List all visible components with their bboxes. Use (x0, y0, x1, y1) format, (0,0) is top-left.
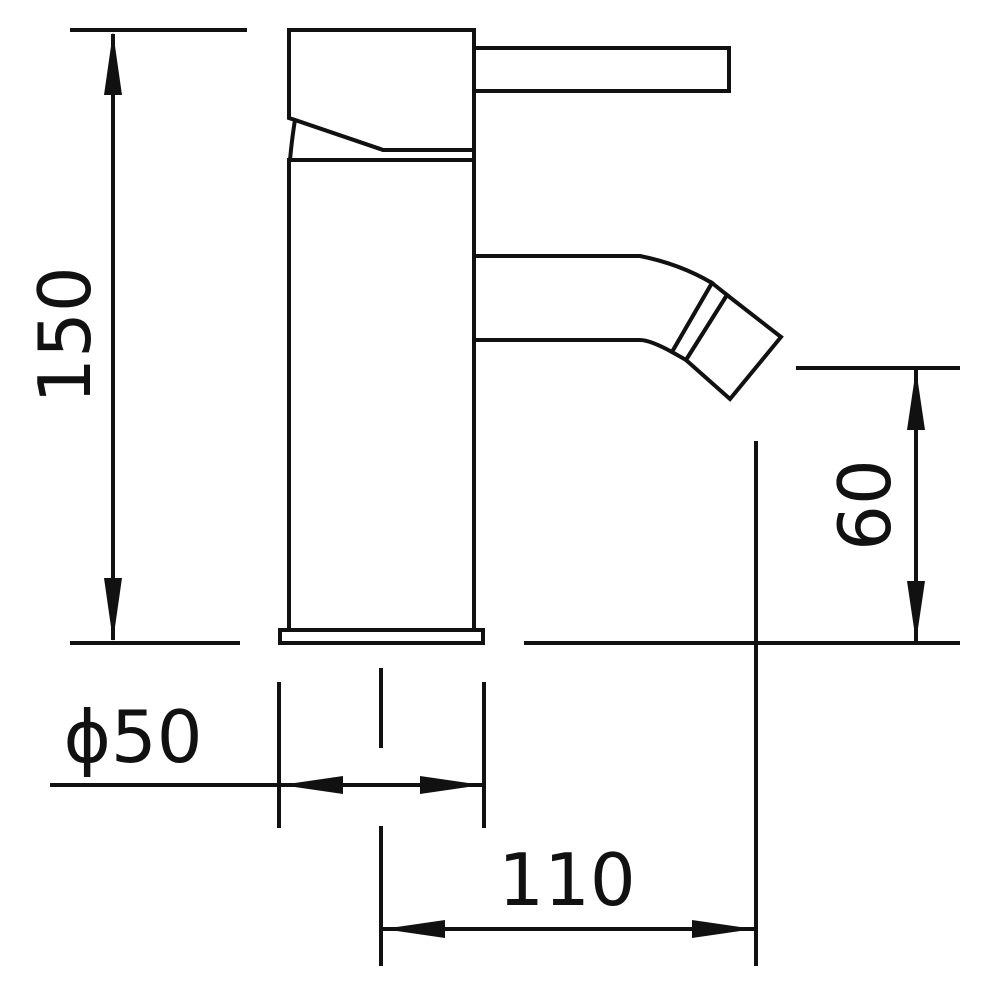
dimension-spout-height: 60 (823, 369, 925, 642)
arrowhead-up (104, 32, 122, 95)
arrowhead-right (420, 776, 482, 794)
base-diameter-label: ϕ50 (63, 695, 202, 779)
handle-collar (287, 117, 476, 162)
arrowhead-right (692, 920, 754, 938)
arrowhead-left (281, 776, 343, 794)
spout-nozzle (683, 292, 784, 402)
faucet-base (278, 628, 485, 645)
spout-height-label: 60 (823, 459, 907, 551)
handle-lever (472, 46, 731, 93)
spout-pipe (463, 254, 715, 355)
arrowhead-left (383, 920, 445, 938)
dimension-total-height: 150 (23, 32, 122, 641)
arrowhead-down (907, 581, 925, 642)
faucet (278, 28, 784, 645)
spout-reach-label: 110 (498, 838, 635, 922)
faucet-body (287, 158, 476, 632)
dimension-base-diameter: ϕ50 (50, 695, 482, 794)
total-height-label: 150 (23, 266, 107, 403)
arrowhead-up (907, 369, 925, 430)
extension-lines (70, 28, 960, 966)
dimension-spout-reach: 110 (383, 838, 754, 938)
arrowhead-down (104, 578, 122, 641)
